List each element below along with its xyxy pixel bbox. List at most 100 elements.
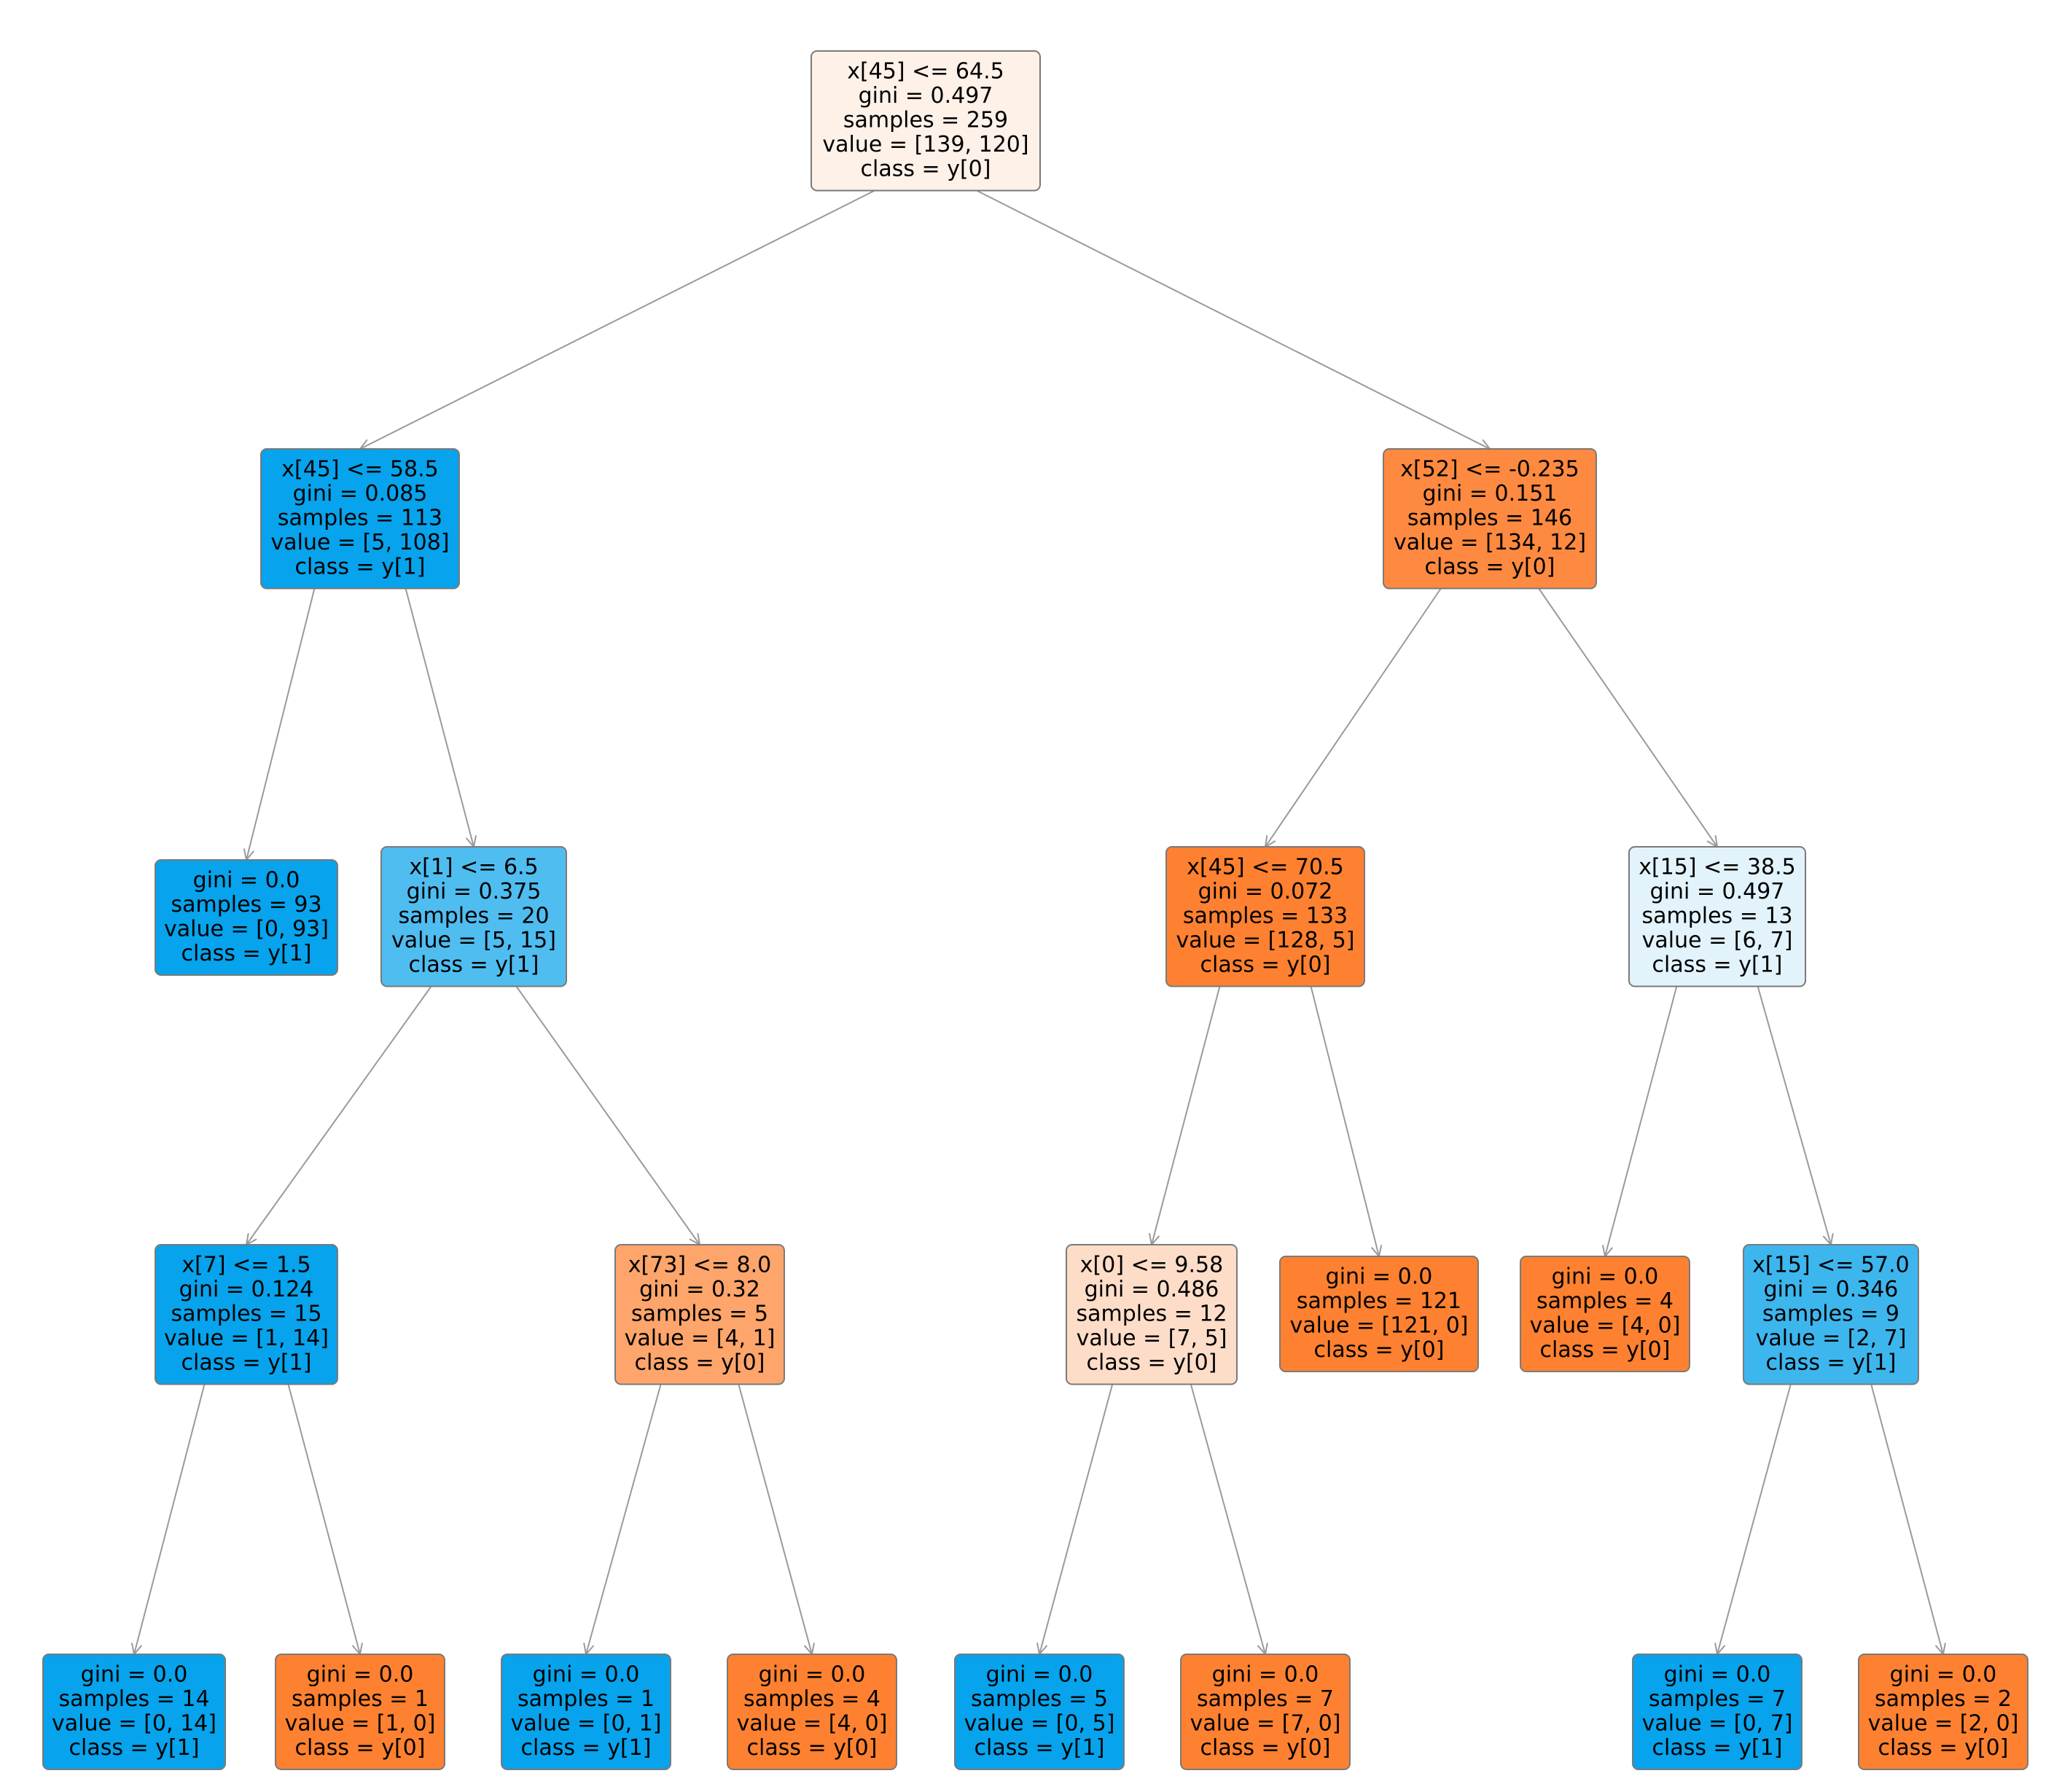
tree-node-line: value = [1, 0] [285, 1710, 436, 1736]
tree-node-line: gini = 0.375 [407, 879, 542, 904]
tree-edge [1310, 986, 1383, 1259]
tree-node-line: samples = 133 [1183, 903, 1348, 928]
tree-node-line: gini = 0.151 [1423, 481, 1558, 506]
tree-node-line: gini = 0.346 [1764, 1277, 1899, 1302]
tree-node-line: class = y[0] [861, 156, 991, 181]
edges-layer [130, 189, 1946, 1656]
tree-node-line: x[1] <= 6.5 [409, 854, 538, 880]
tree-node-line: value = [1, 14] [164, 1326, 329, 1351]
tree-node-box [1628, 846, 1806, 987]
tree-node-box [275, 1654, 445, 1770]
tree-node-line: gini = 0.486 [1085, 1277, 1219, 1302]
tree-node-line: x[52] <= -0.235 [1400, 456, 1579, 482]
tree-node-box [155, 859, 338, 976]
tree-node-line: gini = 0.124 [179, 1277, 314, 1302]
tree-edge [1757, 986, 1834, 1247]
tree-edge [1036, 1384, 1114, 1656]
tree-node-line: class = y[1] [409, 952, 539, 977]
tree-edge [1601, 986, 1678, 1259]
tree-node-box [727, 1654, 897, 1770]
tree-node-line: value = [4, 1] [625, 1326, 776, 1351]
tree-edge [358, 189, 875, 450]
tree-edge [1190, 1384, 1268, 1656]
tree-node-line: value = [134, 12] [1394, 530, 1586, 555]
tree-node-line: class = y[1] [521, 1735, 652, 1761]
tree-node-line: class = y[0] [1200, 952, 1331, 977]
tree-node-line: samples = 121 [1297, 1288, 1461, 1314]
tree-node-line: class = y[0] [295, 1735, 426, 1761]
tree-node-line: value = [0, 1] [511, 1710, 662, 1736]
tree-edge [130, 1384, 206, 1656]
tree-node-line: value = [6, 7] [1642, 928, 1793, 953]
tree-edge [738, 1384, 815, 1656]
tree-node-box [1858, 1654, 2028, 1770]
tree-node-line: samples = 20 [398, 903, 549, 928]
tree-node-line: value = [5, 108] [271, 530, 450, 555]
tree-node-line: gini = 0.0 [307, 1662, 414, 1687]
tree-node-line: gini = 0.0 [1552, 1264, 1659, 1289]
tree-node-line: class = y[1] [295, 554, 426, 579]
tree-node-line: x[0] <= 9.58 [1080, 1252, 1223, 1278]
tree-node-line: samples = 5 [971, 1686, 1108, 1712]
tree-node-line: class = y[0] [747, 1735, 878, 1761]
tree-node-line: gini = 0.497 [859, 83, 993, 109]
tree-node-line: gini = 0.0 [986, 1662, 1093, 1687]
tree-node-box [1520, 1256, 1690, 1372]
tree-node-line: value = [121, 0] [1290, 1312, 1469, 1338]
tree-node-line: samples = 13 [1641, 903, 1792, 928]
tree-node-line: gini = 0.32 [639, 1277, 760, 1302]
tree-node-line: gini = 0.072 [1198, 879, 1333, 904]
tree-node-box [1165, 846, 1365, 987]
tree-node-line: value = [2, 0] [1868, 1710, 2019, 1736]
tree-node-line: gini = 0.0 [1890, 1662, 1997, 1687]
tree-node-line: samples = 9 [1762, 1301, 1899, 1326]
tree-node-line: x[45] <= 70.5 [1187, 854, 1343, 880]
tree-node-line: samples = 4 [1536, 1288, 1673, 1314]
tree-node-line: value = [4, 0] [737, 1710, 888, 1736]
tree-node-line: x[15] <= 57.0 [1752, 1252, 1909, 1278]
tree-node-line: x[45] <= 64.5 [847, 58, 1004, 84]
tree-node-line: class = y[1] [1652, 952, 1783, 977]
tree-node-line: x[15] <= 38.5 [1639, 854, 1795, 880]
tree-node-line: value = [5, 15] [391, 928, 556, 953]
tree-node-line: class = y[1] [181, 1350, 312, 1375]
tree-node-line: gini = 0.0 [1664, 1662, 1771, 1687]
tree-node-line: samples = 146 [1407, 505, 1572, 531]
tree-edge [245, 985, 432, 1246]
tree-node-line: gini = 0.497 [1650, 879, 1785, 904]
tree-node-line: class = y[0] [1425, 554, 1555, 579]
tree-node-line: value = [2, 7] [1756, 1326, 1907, 1351]
tree-node-box [1632, 1654, 1803, 1770]
tree-node-line: class = y[1] [1652, 1735, 1783, 1761]
tree-node-box [155, 1244, 338, 1385]
tree-node-line: samples = 7 [1649, 1686, 1786, 1712]
tree-node-line: samples = 12 [1076, 1301, 1227, 1326]
tree-node-line: samples = 1 [292, 1686, 429, 1712]
tree-node-box [1383, 448, 1597, 590]
tree-node-line: value = [128, 5] [1176, 928, 1355, 953]
tree-node-line: gini = 0.0 [193, 867, 300, 893]
tree-node-box [1279, 1256, 1479, 1372]
tree-node-box [1180, 1654, 1351, 1770]
tree-node-line: gini = 0.0 [1326, 1264, 1433, 1289]
tree-edge [287, 1384, 364, 1656]
tree-node-line: class = y[0] [1540, 1337, 1671, 1363]
tree-edge [1148, 986, 1221, 1247]
tree-node-line: class = y[1] [181, 941, 312, 966]
tree-node-line: samples = 2 [1875, 1686, 2012, 1712]
tree-node-line: samples = 1 [518, 1686, 655, 1712]
